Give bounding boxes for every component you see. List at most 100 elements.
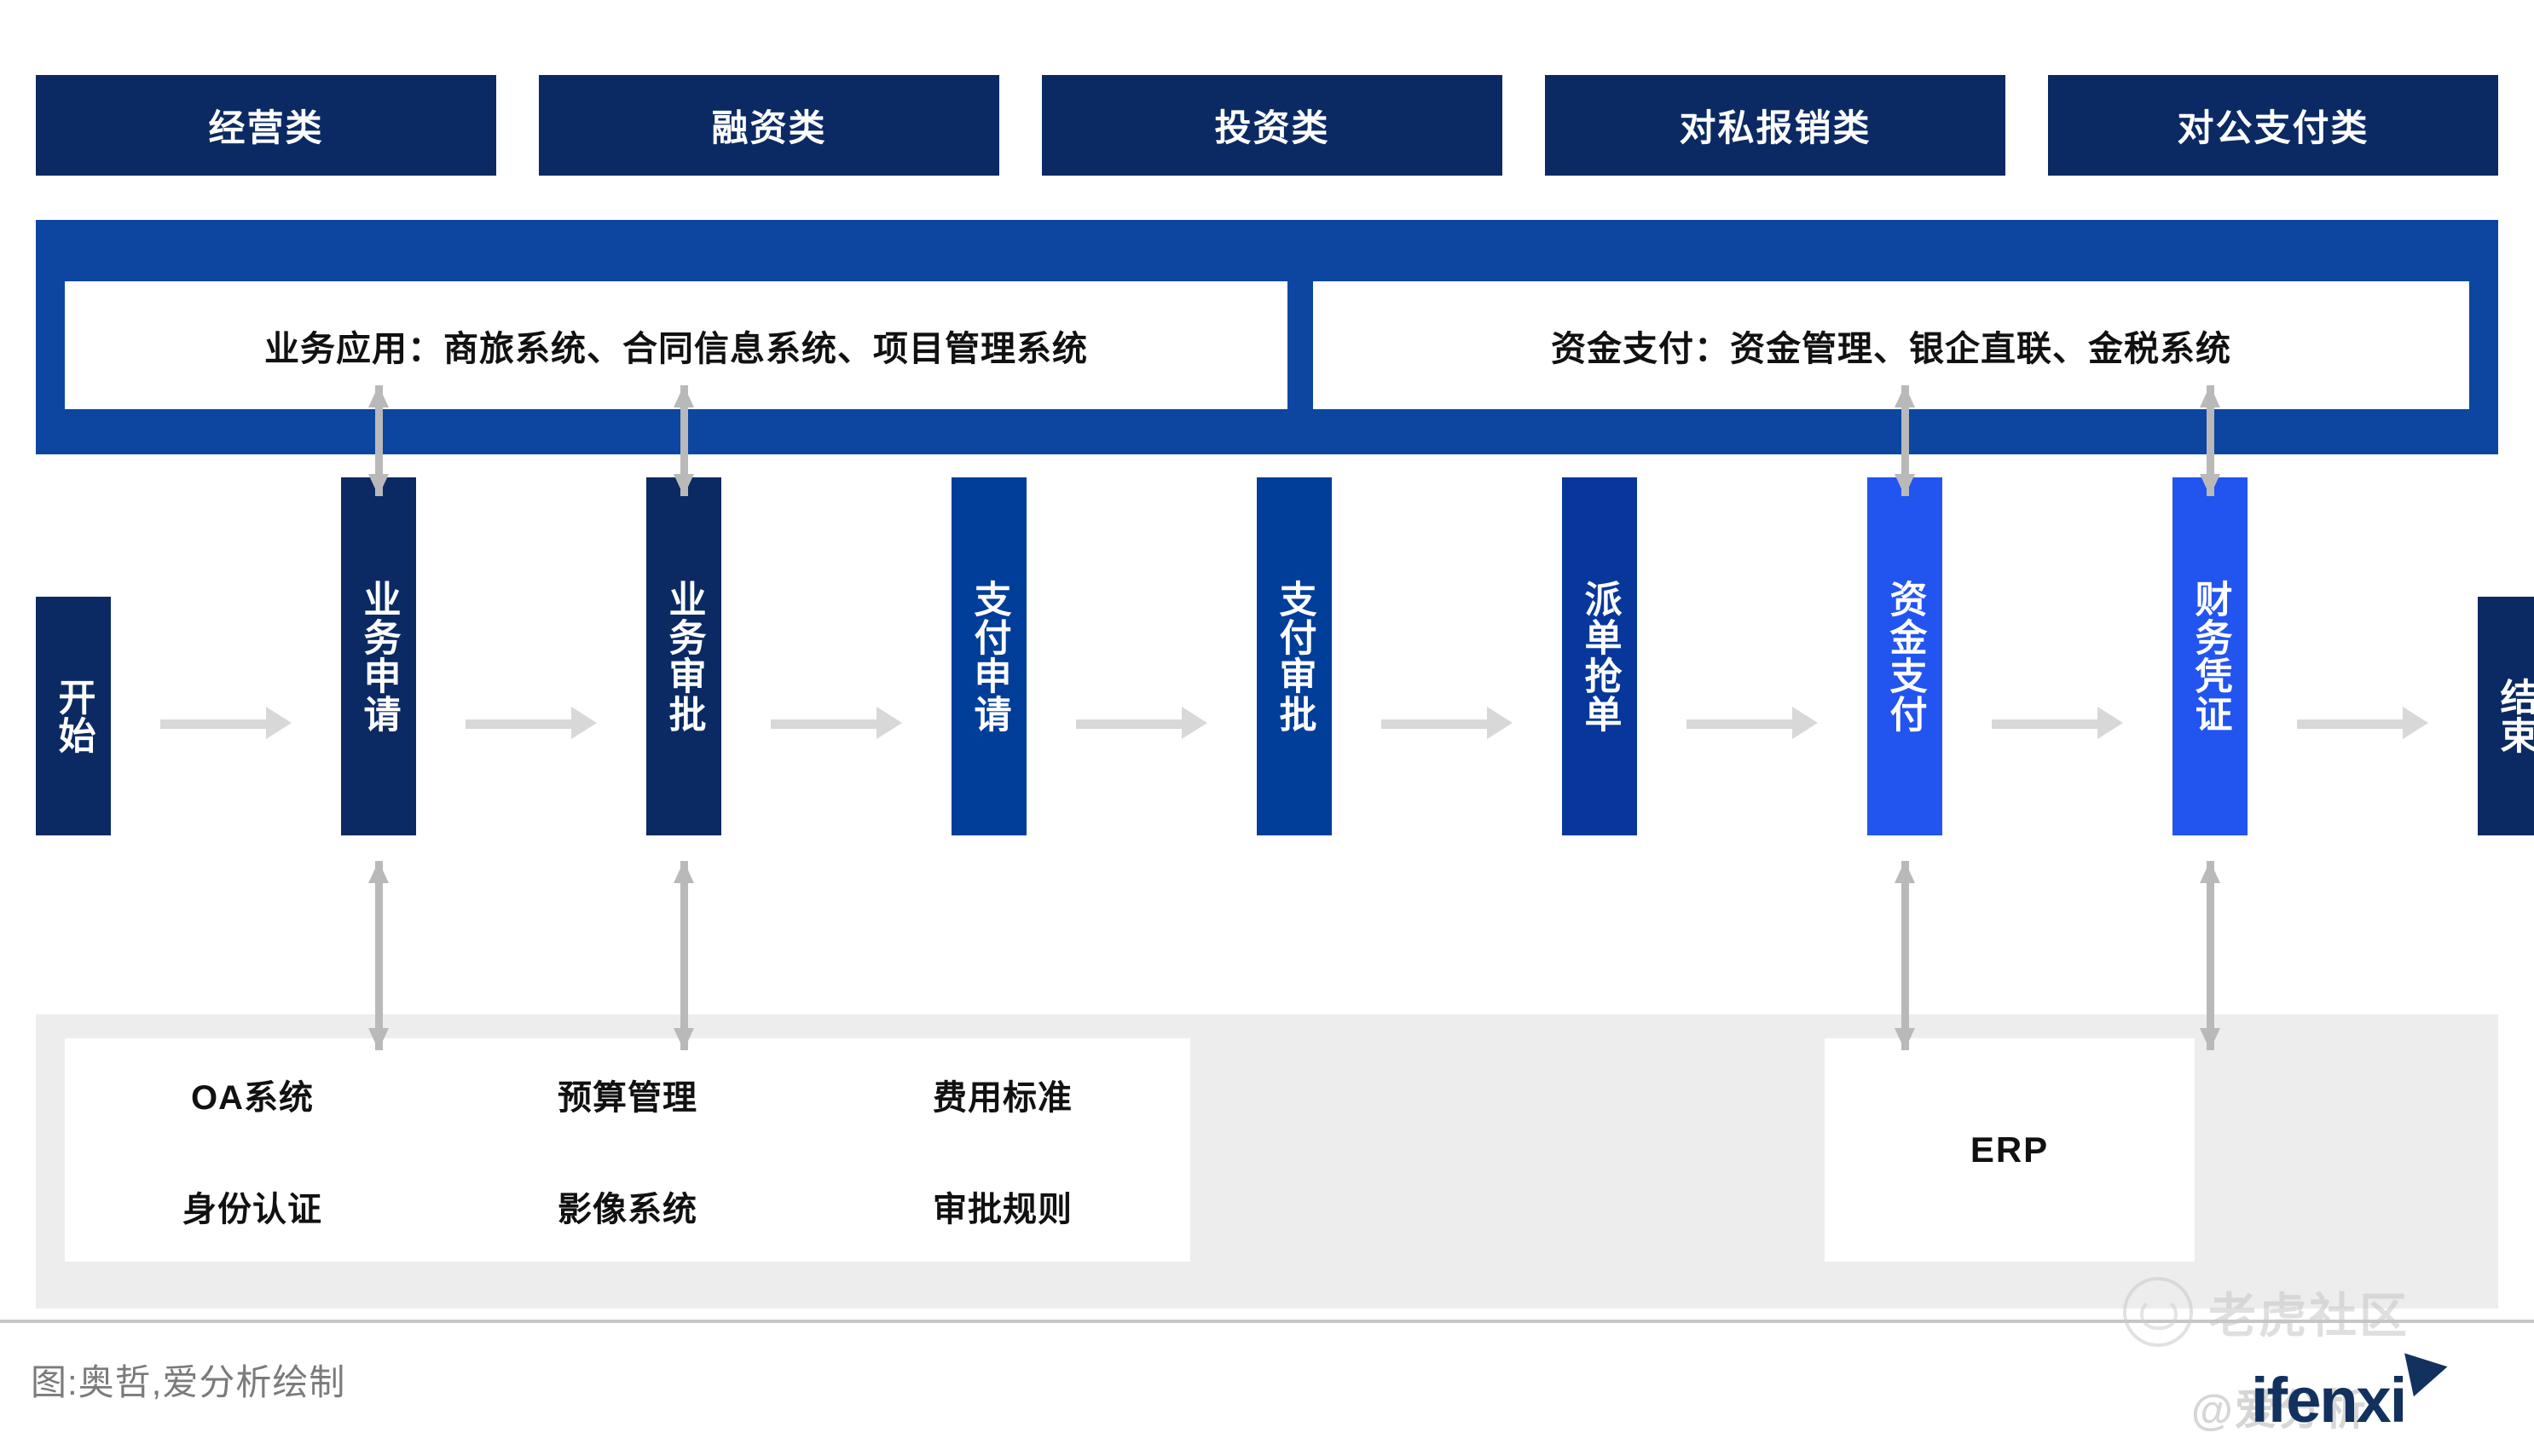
process-step-5[interactable]: 派单抢单 <box>1562 477 1637 835</box>
system-panel-label-0: 业务应用：商旅系统、合同信息系统、项目管理系统 <box>264 329 1088 368</box>
arrow-head-icon <box>571 707 597 739</box>
flow-arrow-5 <box>1686 707 1818 739</box>
flow-arrow-4 <box>1381 707 1513 739</box>
connector-shaft <box>375 861 383 1050</box>
arrow-shaft <box>1992 719 2097 729</box>
flow-arrow-3 <box>1076 707 1207 739</box>
process-step-2[interactable]: 业务审批 <box>646 477 721 835</box>
support-cell-3[interactable]: 身份认证 <box>182 1190 322 1228</box>
watermark-tiger-label: 老虎社区 <box>2208 1288 2410 1343</box>
support-grid: OA系统 预算管理 费用标准 身份认证 影像系统 审批规则 <box>65 1038 1190 1262</box>
connector-shaft <box>680 861 688 1050</box>
connector-shaft <box>680 385 688 496</box>
connector-shaft <box>375 385 383 496</box>
watermark-handle: @爱分析 <box>2191 1386 2368 1434</box>
connector-shaft <box>1901 385 1909 496</box>
top-connector-step-2 <box>674 385 694 496</box>
support-cell-0[interactable]: OA系统 <box>191 1078 314 1117</box>
arrow-shaft <box>1381 719 1487 729</box>
process-step-0[interactable]: 开始 <box>36 597 111 835</box>
process-step-7[interactable]: 财务凭证 <box>2172 477 2248 835</box>
category-chip-0[interactable]: 经营类 <box>36 75 496 176</box>
process-step-4[interactable]: 支付审批 <box>1257 477 1332 835</box>
process-step-label-7: 财务凭证 <box>2189 580 2231 733</box>
process-step-label-2: 业务审批 <box>662 580 705 733</box>
category-chip-4[interactable]: 对公支付类 <box>2048 75 2498 176</box>
top-connector-step-7 <box>2200 385 2220 496</box>
category-label-4: 对公支付类 <box>2177 108 2369 149</box>
process-step-label-3: 支付申请 <box>968 580 1010 733</box>
connector-shaft <box>2207 385 2214 496</box>
connector-arrow-up-icon <box>2200 385 2220 407</box>
connector-arrow-up-icon <box>368 861 389 883</box>
support-cell-2[interactable]: 费用标准 <box>933 1078 1073 1117</box>
system-panel-fund-payment[interactable]: 资金支付：资金管理、银企直联、金税系统 <box>1313 281 2469 409</box>
connector-arrow-down-icon <box>2200 474 2220 496</box>
category-label-1: 融资类 <box>711 108 827 149</box>
connector-arrow-down-icon <box>1895 474 1915 496</box>
category-chip-2[interactable]: 投资类 <box>1042 75 1502 176</box>
arrow-shaft <box>2297 719 2403 729</box>
connector-arrow-down-icon <box>674 474 694 496</box>
process-step-6[interactable]: 资金支付 <box>1867 477 1942 835</box>
process-step-label-4: 支付审批 <box>1273 580 1316 733</box>
support-cell-4[interactable]: 影像系统 <box>558 1190 697 1228</box>
process-step-8[interactable]: 结束 <box>2478 597 2534 835</box>
watermark-tiger: 老虎社区 <box>2123 1277 2410 1347</box>
arrow-shaft <box>160 719 266 729</box>
flow-arrow-2 <box>771 707 902 739</box>
arrow-shaft <box>466 719 571 729</box>
connector-arrow-up-icon <box>674 385 694 407</box>
support-box-erp[interactable]: ERP <box>1825 1038 2195 1262</box>
process-step-1[interactable]: 业务申请 <box>341 477 416 835</box>
flow-arrow-1 <box>466 707 597 739</box>
system-panel-label-1: 资金支付：资金管理、银企直联、金税系统 <box>1551 329 2231 368</box>
category-chip-3[interactable]: 对私报销类 <box>1545 75 2005 176</box>
support-box-left[interactable]: OA系统 预算管理 费用标准 身份认证 影像系统 审批规则 <box>65 1038 1190 1262</box>
erp-label: ERP <box>1970 1130 2050 1170</box>
arrow-head-icon <box>2097 707 2123 739</box>
category-label-3: 对私报销类 <box>1679 108 1872 149</box>
connector-arrow-down-icon <box>2200 1028 2220 1050</box>
category-header-row: 经营类 融资类 投资类 对私报销类 对公支付类 <box>0 75 2534 176</box>
bottom-connector-step-7 <box>2200 861 2220 1050</box>
connector-arrow-up-icon <box>674 861 694 883</box>
process-step-label-0: 开始 <box>52 678 95 754</box>
bottom-connector-step-2 <box>674 861 694 1050</box>
arrow-head-icon <box>1182 707 1207 739</box>
watermark-ifenxi-logo: ifenxi <box>2251 1344 2453 1436</box>
arrow-head-icon <box>876 707 902 739</box>
connector-shaft <box>1901 861 1909 1050</box>
process-step-3[interactable]: 支付申请 <box>952 477 1027 835</box>
support-cell-5[interactable]: 审批规则 <box>933 1190 1073 1228</box>
flow-arrow-6 <box>1992 707 2123 739</box>
connector-arrow-down-icon <box>674 1028 694 1050</box>
connector-arrow-down-icon <box>1895 1028 1915 1050</box>
connector-arrow-up-icon <box>2200 861 2220 883</box>
bottom-connector-step-1 <box>368 861 389 1050</box>
arrow-head-icon <box>1792 707 1818 739</box>
bottom-connector-step-6 <box>1895 861 1915 1050</box>
process-step-label-1: 业务申请 <box>357 580 400 733</box>
top-connector-step-6 <box>1895 385 1915 496</box>
connector-arrow-up-icon <box>368 385 389 407</box>
category-chip-1[interactable]: 融资类 <box>539 75 999 176</box>
arrow-head-icon <box>2403 707 2428 739</box>
connector-arrow-up-icon <box>1895 861 1915 883</box>
connector-arrow-down-icon <box>368 1028 389 1050</box>
category-label-0: 经营类 <box>208 108 324 149</box>
category-label-2: 投资类 <box>1214 108 1330 149</box>
connector-shaft <box>2207 861 2214 1050</box>
arrow-head-icon <box>1487 707 1513 739</box>
arrow-shaft <box>771 719 876 729</box>
support-cell-1[interactable]: 预算管理 <box>558 1078 697 1117</box>
arrow-shaft <box>1686 719 1792 729</box>
connector-arrow-up-icon <box>1895 385 1915 407</box>
arrow-head-icon <box>266 707 292 739</box>
process-step-label-8: 结束 <box>2494 678 2534 754</box>
process-step-label-5: 派单抢单 <box>1578 580 1621 733</box>
flow-arrow-7 <box>2297 707 2428 739</box>
arrow-shaft <box>1076 719 1182 729</box>
arrow-icon <box>2404 1344 2453 1397</box>
